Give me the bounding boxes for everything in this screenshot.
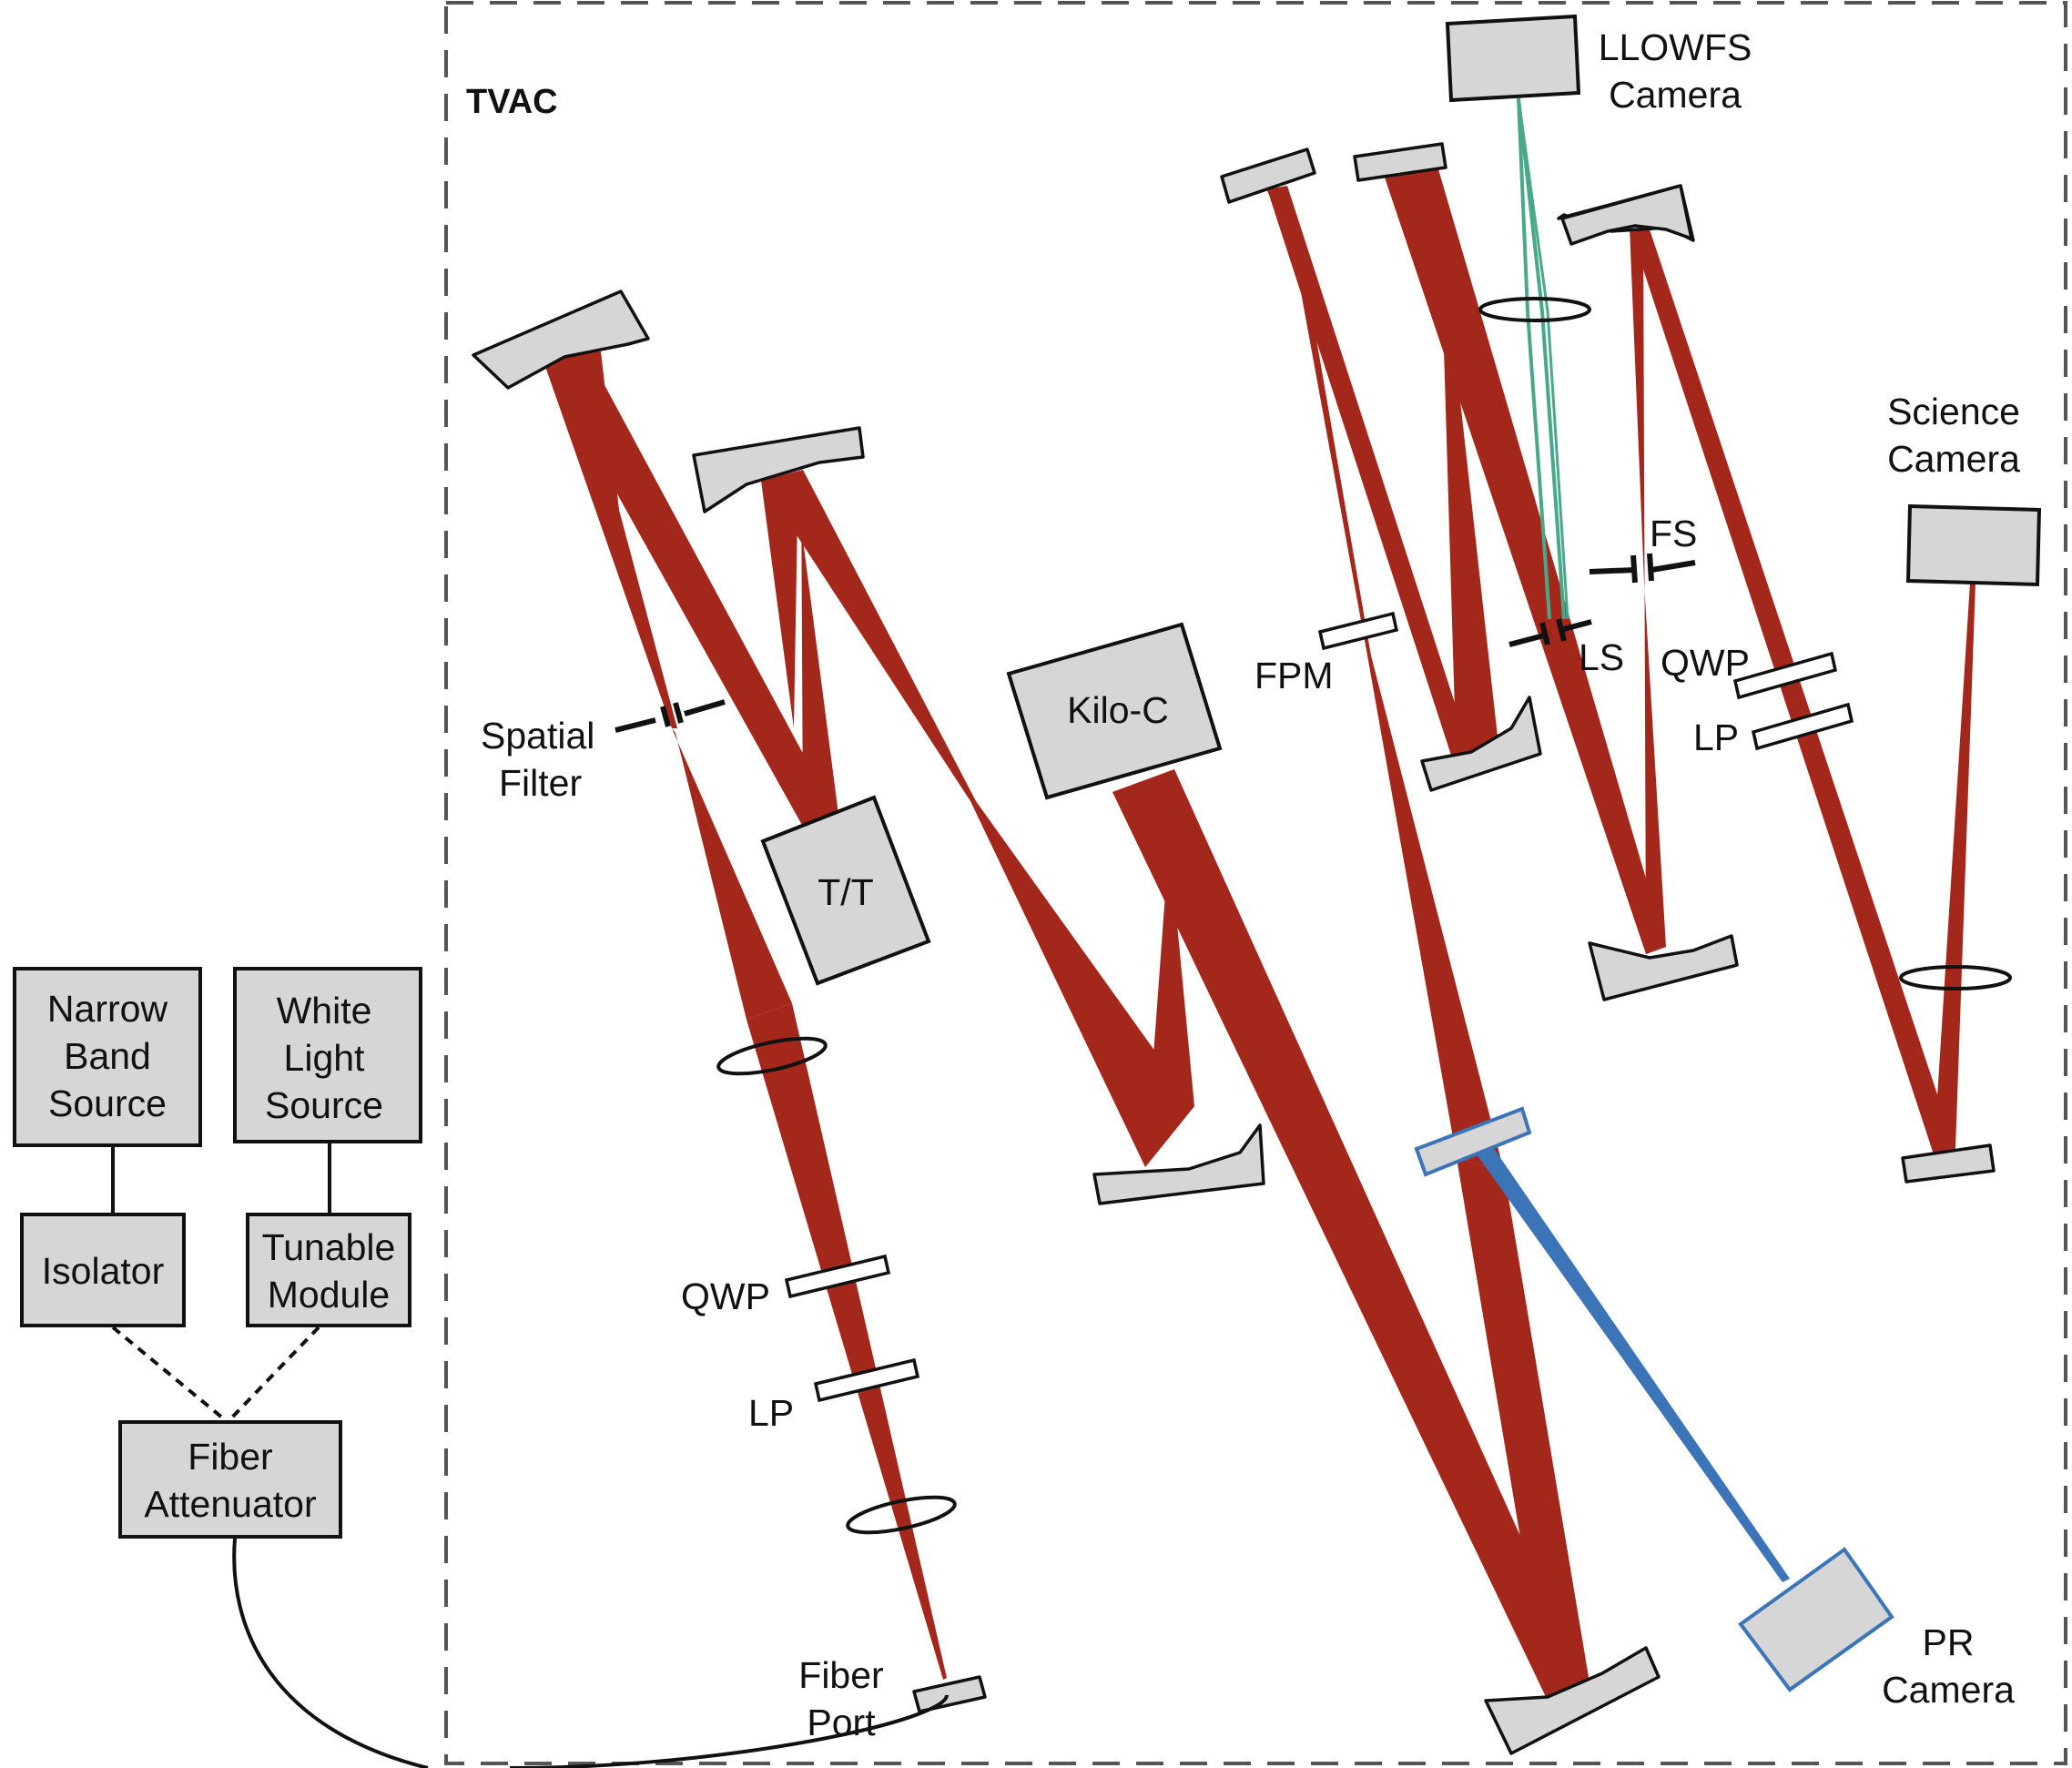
tip-tilt-mirror: T/T: [760, 795, 931, 986]
fiber-port-label-2: Port: [807, 1702, 876, 1743]
tt-label: T/T: [818, 871, 873, 913]
mirror-oap4-large: [1484, 1646, 1661, 1755]
beam-fold2-to-ls: [1384, 169, 1666, 954]
fiber-attenuator: Fiber Attenuator: [118, 1420, 342, 1539]
isolator-label: Isolator: [42, 1250, 164, 1292]
narrow-band-label-1: Narrow: [47, 988, 168, 1030]
beam-paths: [542, 168, 1976, 1701]
tunable-label-1: Tunable: [262, 1226, 396, 1268]
science-label-1: Science: [1887, 391, 2020, 432]
science-camera: [1905, 503, 2042, 587]
isolator: Isolator: [20, 1213, 186, 1327]
field-stop: [1589, 553, 1696, 584]
fpm-label: FPM: [1254, 655, 1334, 696]
white-light-source: White Light Source: [233, 967, 422, 1143]
lp-right-label: LP: [1693, 716, 1739, 758]
pr-label-1: PR: [1923, 1621, 1975, 1663]
source-connectors: [111, 1142, 949, 1768]
qwp-left-label: QWP: [681, 1275, 770, 1317]
beam-oap3-to-kiloc: [1112, 769, 1194, 1167]
lyot-stop: [1508, 618, 1592, 647]
mirror-oap2: [692, 426, 865, 513]
beam-focus-to-oap3: [970, 801, 1194, 1167]
lens-science: [1899, 965, 2012, 991]
spatial-filter-label-2: Filter: [499, 762, 582, 804]
beam-oap2-to-focus: [761, 470, 976, 801]
spatial-filter-label-1: Spatial: [481, 715, 594, 757]
narrow-band-label-3: Source: [48, 1082, 167, 1124]
attenuator-label-1: Fiber: [188, 1436, 272, 1478]
tunable-module: Tunable Module: [246, 1213, 411, 1327]
mirror-oap7: [1557, 184, 1695, 246]
tvac-enclosure: [444, 1, 2067, 1765]
lens-llowfs: [1478, 297, 1591, 322]
beam-oap7-to-sci-fold: [1630, 224, 1955, 1154]
white-light-label-1: White: [277, 990, 372, 1031]
pr-beam: [1477, 1147, 1790, 1582]
beam-oap2-left-arm: [761, 472, 801, 728]
llowfs-camera: [1445, 14, 1581, 103]
science-label-2: Camera: [1887, 438, 2020, 480]
beam-pinhole-to-oap1: [543, 351, 677, 728]
attenuator-label-2: Attenuator: [144, 1483, 316, 1525]
mirror-oap3: [1092, 1123, 1265, 1205]
narrow-band-source: Narrow Band Source: [13, 967, 202, 1147]
fpm-plate: [1317, 611, 1399, 651]
fs-label: FS: [1650, 513, 1697, 554]
beam-oap6-to-oap7: [1630, 224, 1666, 954]
lens-lower-left: [846, 1495, 957, 1535]
kilo-c-label: Kilo-C: [1067, 689, 1169, 731]
mirror-oap6: [1588, 934, 1739, 1001]
tvac-label: TVAC: [466, 83, 558, 121]
fiber-port-label-1: Fiber: [798, 1654, 883, 1696]
lp-left-label: LP: [748, 1392, 794, 1434]
spatial-filter-stop: [614, 699, 726, 733]
qwp-right-plate: [1732, 651, 1838, 700]
mirror-oap5: [1420, 696, 1542, 792]
beam-return-to-fpm: [1367, 655, 1504, 1171]
beam-fold1-to-oap5: [1267, 186, 1475, 772]
pr-label-2: Camera: [1882, 1669, 2015, 1711]
llowfs-beam: [1517, 97, 1569, 620]
lp-right-plate: [1751, 702, 1854, 751]
beam-oap1-to-tt: [542, 348, 838, 827]
tunable-label-2: Module: [268, 1274, 390, 1316]
beam-kiloc-to-oap4: [1112, 769, 1591, 1701]
mirror-fiber-port: [912, 1675, 987, 1713]
pr-pickoff-plate: [1414, 1106, 1532, 1177]
lp-left-plate: [813, 1357, 920, 1403]
kilo-c-dm: Kilo-C: [1006, 622, 1223, 800]
beam-sci-fold-to-camera: [1934, 583, 1976, 1154]
beam-tt-to-oap2: [761, 472, 839, 827]
beam-fiber-to-pinhole-upper: [672, 728, 792, 1020]
ls-label: LS: [1579, 636, 1624, 678]
qwp-right-label: QWP: [1661, 642, 1750, 684]
white-light-label-3: Source: [265, 1084, 383, 1126]
mirror-fold2: [1353, 142, 1447, 182]
narrow-band-label-2: Band: [64, 1035, 151, 1077]
beam-oap4-return: [1457, 1158, 1591, 1701]
lens-upper-left: [716, 1036, 828, 1076]
qwp-left-plate: [784, 1254, 891, 1299]
mirror-fold1: [1220, 147, 1316, 204]
llowfs-label-1: LLOWFS: [1599, 26, 1752, 68]
beam-fiber-to-pinhole: [747, 1003, 947, 1680]
llowfs-label-2: Camera: [1609, 74, 1742, 116]
mirror-science-fold: [1901, 1143, 1996, 1184]
mirror-oap1: [472, 290, 650, 390]
beam-oap5-to-fold2: [1384, 168, 1500, 772]
beam-fpm-to-fold1: [1267, 188, 1371, 655]
pr-camera: [1738, 1547, 1894, 1692]
white-light-label-2: Light: [284, 1037, 366, 1079]
